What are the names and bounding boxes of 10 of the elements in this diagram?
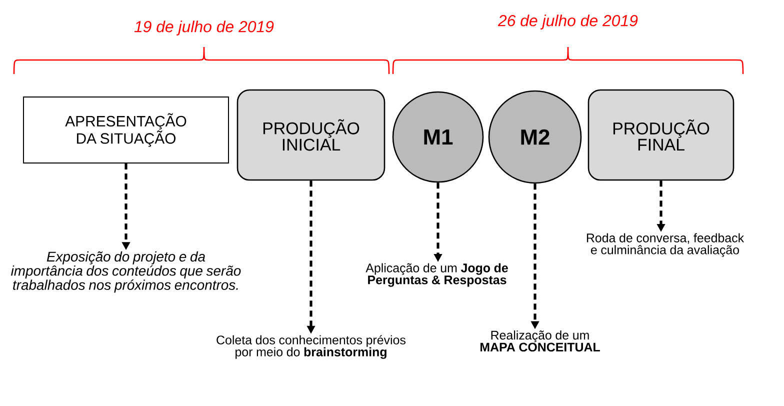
date-label: 26 de julho de 2019 — [498, 14, 638, 30]
description-text: Realização de um MAPA CONCEITUAL — [480, 330, 600, 352]
description-text: Aplicação de um Jogo de Perguntas & Respostas — [366, 263, 508, 287]
description-text: Roda de conversa, feedback e culminância da avaliação — [586, 233, 744, 257]
description-text: Exposição do projeto e da importância dos conteúdos que serão trabalhados nos próximos encontros. — [11, 251, 241, 293]
stage-box: APRESENTAÇÃO DA SITUAÇÃO — [23, 96, 229, 164]
stage-box: PRODUÇÃO INICIAL — [236, 89, 386, 181]
stage-box: PRODUÇÃO FINAL — [588, 89, 734, 181]
date-label: 19 de julho de 2019 — [134, 20, 274, 36]
description-text: Coleta dos conhecimentos prévios por meio do brainstorming — [216, 335, 406, 359]
